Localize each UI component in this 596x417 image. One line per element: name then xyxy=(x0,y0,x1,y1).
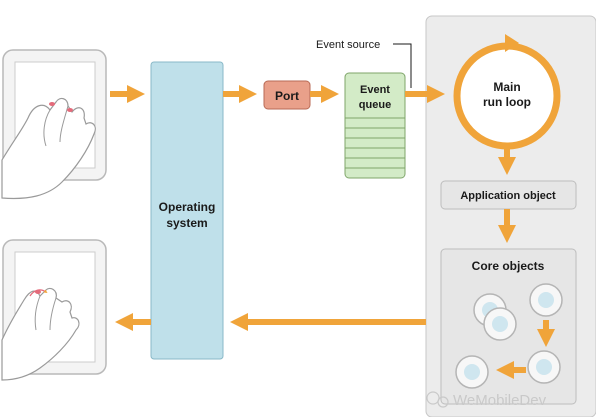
flow-arrows xyxy=(110,85,555,379)
run-loop-arrowhead xyxy=(505,34,519,52)
operating-system-label-line1: Operating xyxy=(159,200,216,214)
watermark-text: WeMobileDev xyxy=(453,392,547,409)
tablet-touch-icon xyxy=(1,49,107,200)
watermark: WeMobileDev xyxy=(426,391,547,409)
core-object-node xyxy=(529,283,563,317)
tablet-gesture-icon xyxy=(1,239,107,381)
event-queue-label-line2: queue xyxy=(359,99,391,111)
event-queue-label-line1: Event xyxy=(360,84,390,96)
operating-system-box xyxy=(150,61,224,360)
core-objects-label: Core objects xyxy=(472,259,545,273)
core-object-node xyxy=(455,355,489,389)
event-queue-box xyxy=(344,72,406,179)
main-run-loop-label-line1: Main xyxy=(493,80,520,94)
port-label: Port xyxy=(275,89,299,103)
event-source-label: Event source xyxy=(316,39,380,51)
event-source-leader xyxy=(393,43,412,88)
application-object-label: Application object xyxy=(460,190,556,202)
core-object-node xyxy=(527,350,561,384)
main-run-loop-label-line2: run loop xyxy=(483,95,531,109)
core-object-node xyxy=(483,307,517,341)
operating-system-label-line2: system xyxy=(166,216,207,230)
